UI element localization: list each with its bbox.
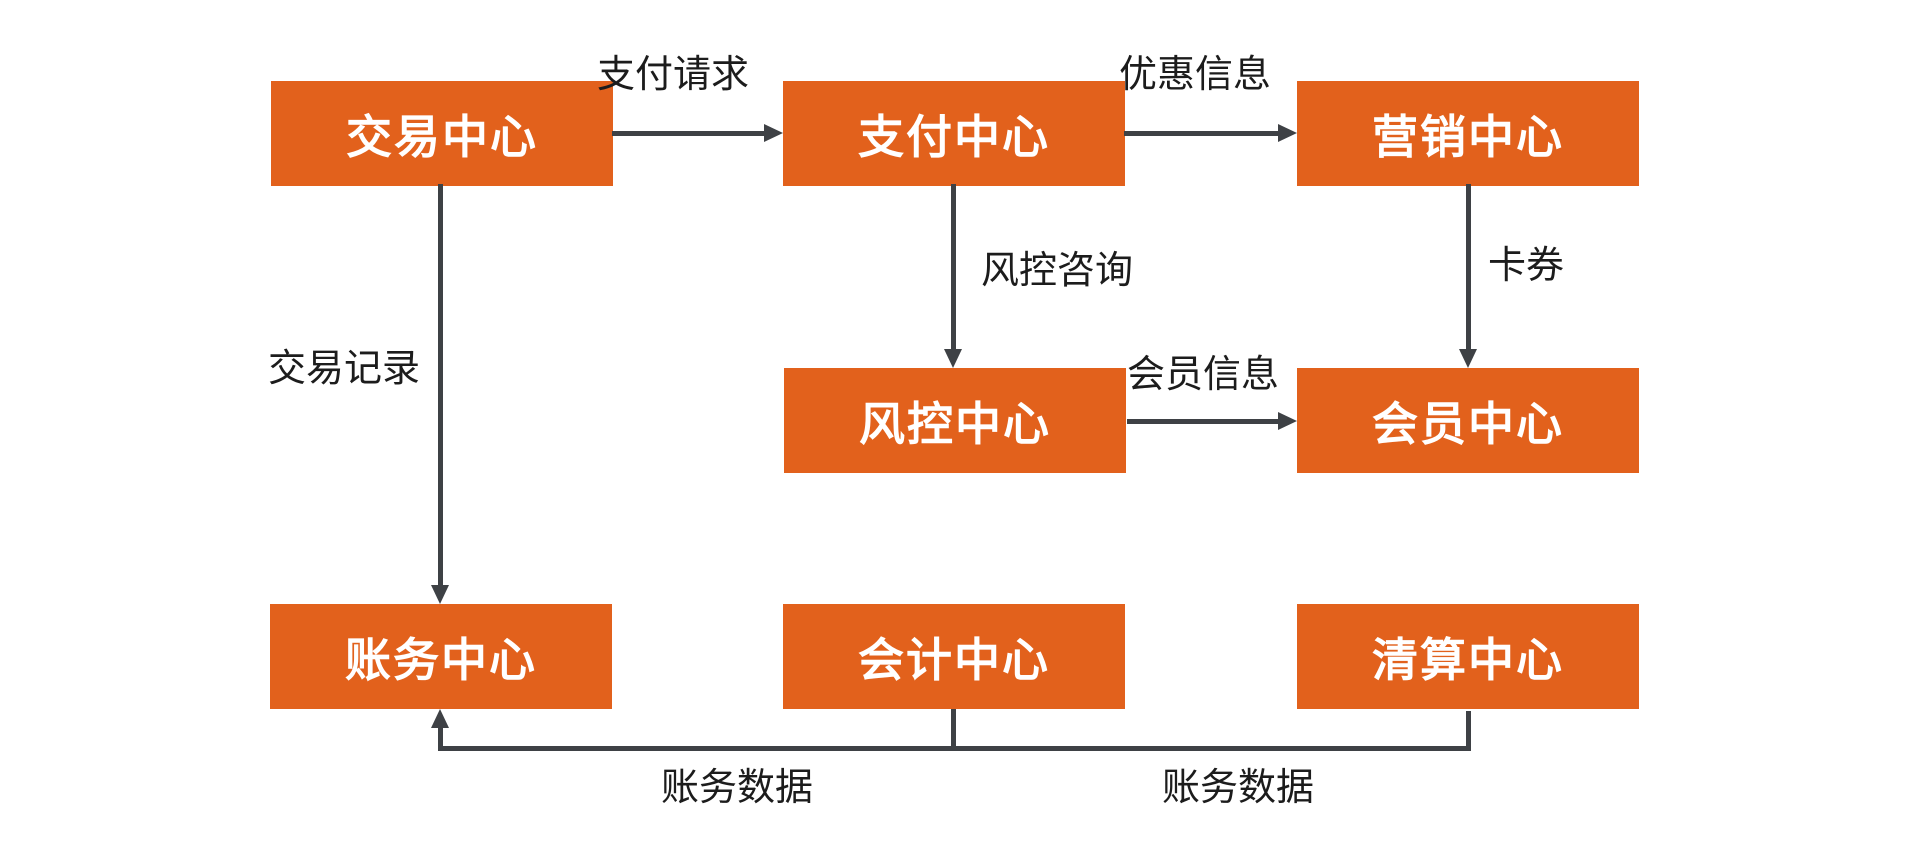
edge-label-discount-info: 优惠信息: [1118, 54, 1271, 96]
node-account-center: 账务中心: [270, 604, 612, 709]
edge-label-member-info: 会员信息: [1126, 354, 1279, 396]
edge-trade-payment-arrowhead-icon: [764, 124, 783, 142]
node-payment-center: 支付中心: [783, 81, 1125, 186]
edge-payment-marketing-arrowhead-icon: [1278, 124, 1297, 142]
edge-payment-risk-line: [951, 184, 956, 350]
node-trade-center: 交易中心: [271, 81, 613, 186]
edge-bottom-bus-line: [438, 746, 1471, 751]
edge-marketing-member-arrowhead-icon: [1459, 349, 1477, 368]
edge-label-trade-record: 交易记录: [267, 348, 420, 390]
edge-label-risk-consult: 风控咨询: [981, 250, 1134, 292]
edge-risk-member-arrowhead-icon: [1278, 412, 1297, 430]
node-accounting-center: 会计中心: [783, 604, 1125, 709]
edge-marketing-member-line: [1466, 184, 1471, 350]
edge-trade-payment-line: [612, 131, 766, 136]
edge-trade-account-line: [438, 184, 443, 586]
node-risk-center: 风控中心: [784, 368, 1126, 473]
edge-accounting-drop-line: [951, 709, 956, 751]
edge-label-payment-request: 支付请求: [596, 54, 749, 96]
edge-label-coupon: 卡券: [1488, 245, 1565, 287]
edge-account-return-line: [438, 726, 443, 748]
edge-account-return-arrowhead-icon: [431, 709, 449, 728]
node-member-center: 会员中心: [1297, 368, 1639, 473]
edge-label-account-data-left: 账务数据: [660, 767, 813, 809]
edge-payment-marketing-line: [1124, 131, 1279, 136]
node-clearing-center: 清算中心: [1297, 604, 1639, 709]
edge-clearing-drop-line: [1466, 711, 1471, 751]
node-marketing-center: 营销中心: [1297, 81, 1639, 186]
edge-risk-member-line: [1127, 419, 1279, 424]
edge-trade-account-arrowhead-icon: [431, 585, 449, 604]
edge-payment-risk-arrowhead-icon: [944, 349, 962, 368]
edge-label-account-data-right: 账务数据: [1161, 767, 1314, 809]
